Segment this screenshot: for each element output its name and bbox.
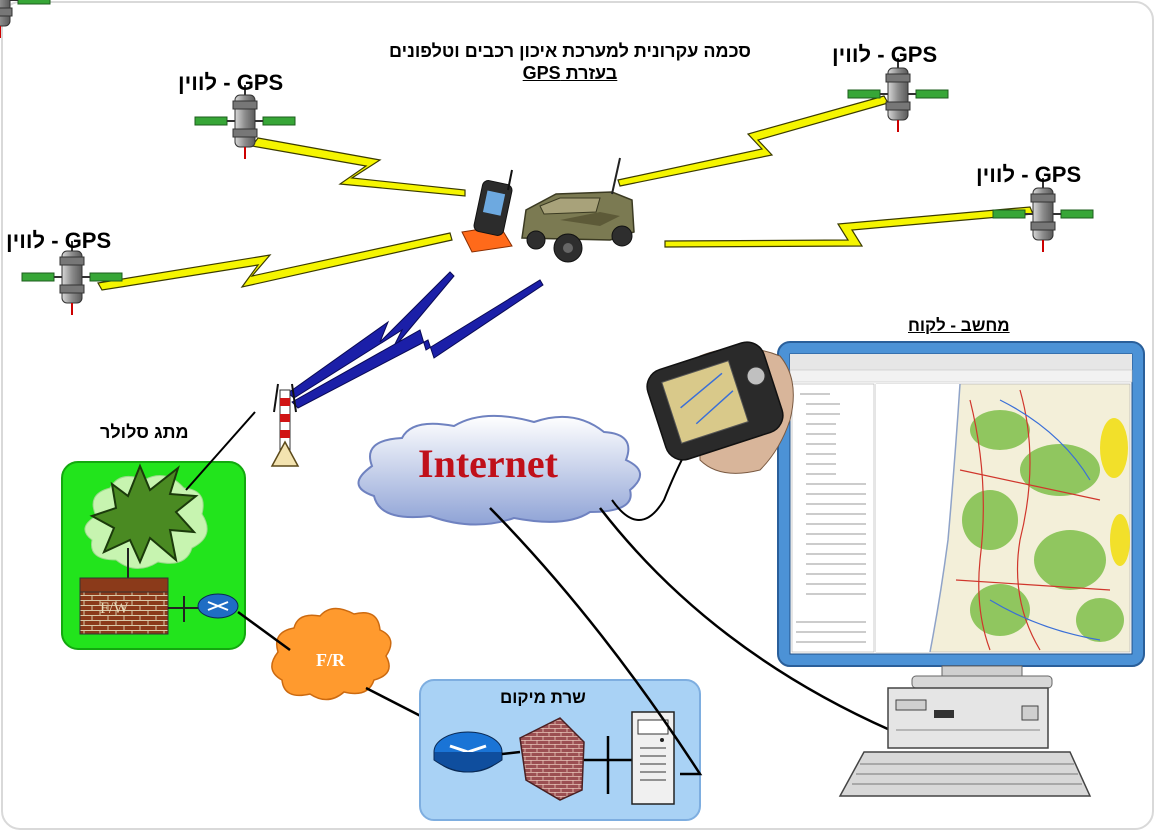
client-computer-icon bbox=[777, 341, 1145, 797]
link-internet-server bbox=[489, 507, 703, 776]
title-line-2: בעזרת GPS bbox=[522, 63, 618, 83]
gps-signal-links bbox=[97, 95, 1034, 291]
switch-starburst-icon bbox=[89, 463, 199, 565]
link-internet-pc bbox=[599, 507, 891, 732]
firewall-icon-2 bbox=[519, 717, 585, 801]
cell-tower-icon bbox=[270, 383, 300, 467]
cell-phone-icon bbox=[461, 169, 513, 253]
diagram-title: סכמה עקרונית למערכת איכון רכבים וטלפונים… bbox=[330, 40, 810, 84]
frame-relay-cloud bbox=[271, 607, 392, 701]
gps-signal-3 bbox=[617, 95, 889, 187]
pc-base-unit bbox=[887, 687, 1049, 749]
satellite-label-1: לווין - GPS bbox=[178, 70, 284, 95]
handheld-device-icon bbox=[646, 341, 794, 474]
router-icon-2 bbox=[433, 731, 503, 773]
hosting-server-label: שרת מיקום bbox=[500, 688, 586, 707]
gps-signal-2 bbox=[97, 232, 453, 291]
cell-signal-links bbox=[287, 271, 544, 409]
cell-signal-1 bbox=[287, 271, 455, 399]
satellite-icon bbox=[0, 0, 51, 38]
cell-signal-2 bbox=[291, 279, 544, 409]
firewall-brick-icon bbox=[79, 591, 169, 635]
title-line-1: סכמה עקרונית למערכת איכון רכבים וטלפונים bbox=[389, 41, 751, 61]
gps-signal-1 bbox=[250, 137, 466, 197]
internet-cloud bbox=[357, 414, 641, 526]
firewall-label: F/W bbox=[100, 600, 129, 617]
link-router-fr bbox=[237, 610, 291, 652]
internet-label: Internet bbox=[418, 441, 558, 486]
tree-pane bbox=[791, 383, 875, 653]
satellite-label-4: לווין - GPS bbox=[976, 162, 1082, 187]
cellular-switch-label: מתג סלולר bbox=[100, 422, 189, 442]
satellite-label-3: לווין - GPS bbox=[832, 42, 938, 67]
router-icon-1 bbox=[197, 593, 239, 619]
vehicle-icon bbox=[521, 157, 635, 263]
frame-relay-label: F/R bbox=[316, 650, 345, 670]
server-tower-icon bbox=[631, 711, 675, 805]
link-switch-tower bbox=[185, 411, 256, 491]
gps-signal-4 bbox=[664, 206, 1034, 248]
client-computer-label: מחשב - לקוח bbox=[908, 316, 1010, 335]
link-internet-phone bbox=[611, 451, 687, 521]
satellite-label-2: לווין - GPS bbox=[6, 228, 112, 253]
